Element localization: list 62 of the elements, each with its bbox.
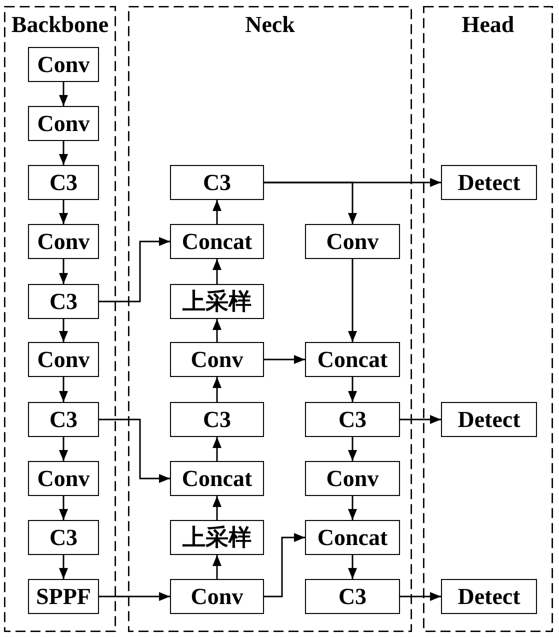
group-title: Neck: [245, 12, 295, 38]
arrow: [348, 437, 357, 461]
arrow: [348, 377, 357, 402]
process-box: C3: [28, 165, 99, 200]
process-box: Conv: [170, 342, 264, 377]
arrow: [264, 182, 357, 224]
process-box: Conv: [28, 47, 99, 82]
arrow: [400, 415, 441, 424]
arrow: [264, 533, 305, 598]
process-box: 上采样: [170, 284, 264, 319]
dashed-group-box: [423, 6, 553, 632]
arrow: [59, 437, 68, 461]
arrow: [348, 259, 357, 342]
arrow: [59, 259, 68, 284]
arrow: [99, 592, 170, 601]
arrow: [212, 200, 222, 224]
dashed-group-box: [128, 6, 412, 632]
arrow: [212, 437, 222, 461]
process-box: C3: [170, 165, 264, 200]
arrow: [400, 592, 441, 601]
process-box: Detect: [441, 165, 537, 200]
arrow: [212, 259, 222, 284]
process-box: Conv: [28, 224, 99, 259]
process-box: C3: [305, 402, 400, 437]
process-box: SPPF: [28, 579, 99, 614]
arrow: [59, 82, 68, 106]
arrow: [212, 377, 222, 402]
process-box: 上采样: [170, 520, 264, 555]
process-box: C3: [28, 520, 99, 555]
arrow: [59, 319, 68, 342]
process-box: C3: [28, 284, 99, 319]
group-title: Head: [462, 12, 514, 38]
process-box: C3: [305, 579, 400, 614]
arrow: [59, 496, 68, 520]
process-box: Conv: [305, 224, 400, 259]
process-box: Detect: [441, 402, 537, 437]
process-box: Concat: [170, 224, 264, 259]
group-title: Backbone: [11, 12, 109, 38]
process-box: Conv: [305, 461, 400, 496]
arrow: [348, 555, 357, 579]
arrow: [348, 496, 357, 520]
process-box: Concat: [305, 520, 400, 555]
arrow: [59, 555, 68, 579]
arrow: [264, 355, 305, 364]
dashed-group-box: [4, 6, 116, 632]
arrow: [59, 377, 68, 402]
arrow: [59, 141, 68, 165]
arrow: [212, 496, 222, 520]
arrow: [212, 555, 222, 579]
process-box: Detect: [441, 579, 537, 614]
arrow: [99, 418, 170, 483]
process-box: Conv: [28, 461, 99, 496]
process-box: Conv: [170, 579, 264, 614]
process-box: C3: [170, 402, 264, 437]
process-box: Concat: [170, 461, 264, 496]
process-box: C3: [28, 402, 99, 437]
arrow: [59, 200, 68, 224]
process-box: Concat: [305, 342, 400, 377]
arrow: [212, 319, 222, 342]
process-box: Conv: [28, 342, 99, 377]
process-box: Conv: [28, 106, 99, 141]
arrow: [99, 237, 170, 302]
